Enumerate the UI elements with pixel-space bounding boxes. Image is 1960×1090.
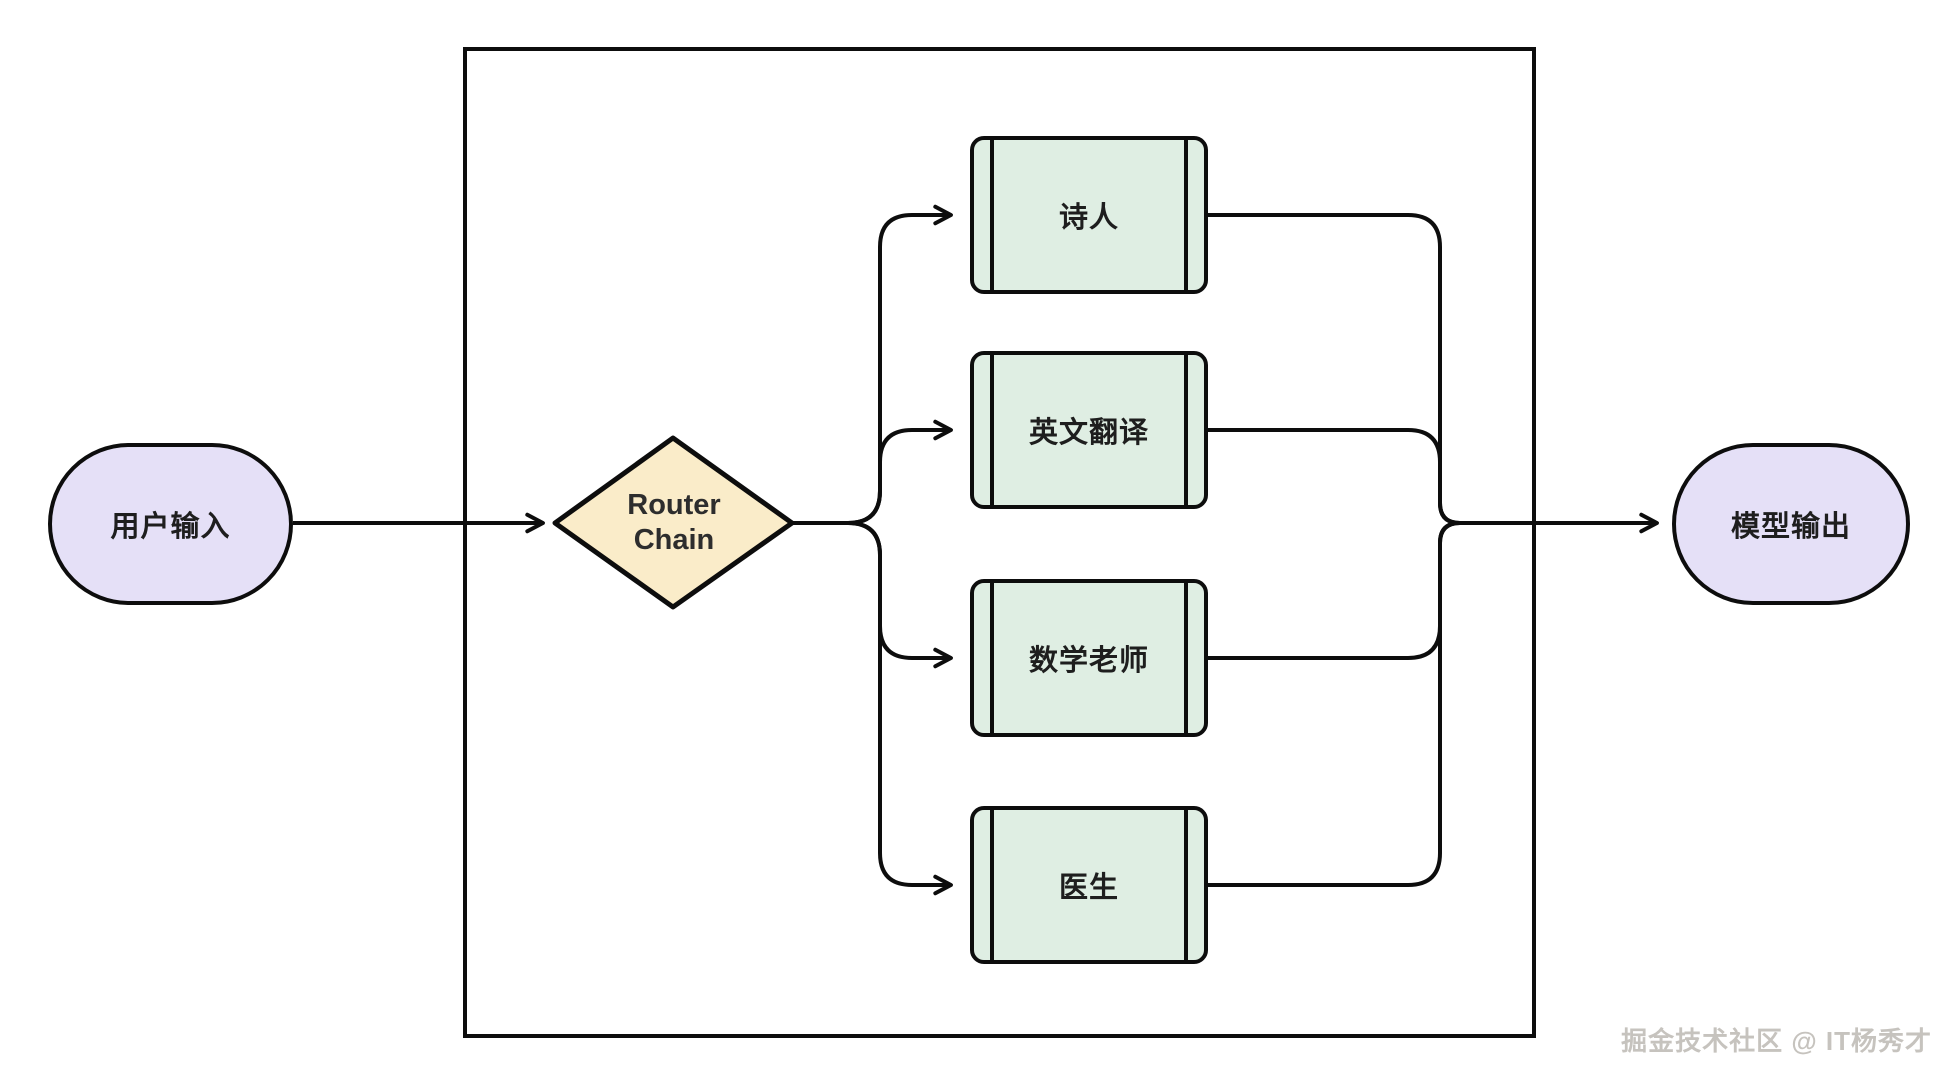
node-model-output: 模型输出 (1672, 443, 1910, 605)
line-math-teacher-to-merge (1208, 521, 1461, 660)
node-poet: 诗人 (970, 136, 1208, 294)
node-router-chain: Router Chain (555, 438, 793, 608)
router-chain-diamond (552, 435, 795, 610)
node-math-teacher: 数学老师 (970, 579, 1208, 737)
node-math-teacher-label: 数学老师 (1028, 645, 1149, 677)
node-doctor: 医生 (970, 806, 1208, 964)
line-poet-to-merge (1208, 213, 1461, 525)
router-chain-boundary-box (463, 47, 1536, 1038)
arrow-router-to-math-teacher (792, 521, 953, 669)
node-user-input-label: 用户输入 (110, 511, 231, 543)
router-chain-label-line1: Router (627, 489, 721, 522)
node-english-translator-label: 英文翻译 (1028, 417, 1149, 449)
node-english-translator: 英文翻译 (970, 351, 1208, 509)
arrow-router-to-doctor (792, 521, 953, 896)
node-doctor-label: 医生 (1058, 872, 1119, 904)
line-doctor-to-merge (1208, 521, 1461, 887)
line-translator-to-merge (1208, 428, 1461, 525)
arrow-router-to-poet (792, 204, 953, 525)
watermark-text: 掘金技术社区 @ IT杨秀才 (1621, 1026, 1932, 1056)
node-model-output-label: 模型输出 (1730, 511, 1851, 543)
router-chain-label-line2: Chain (633, 524, 715, 556)
node-user-input: 用户输入 (48, 443, 293, 605)
node-poet-label: 诗人 (1058, 202, 1119, 234)
arrow-router-to-translator (792, 419, 953, 525)
